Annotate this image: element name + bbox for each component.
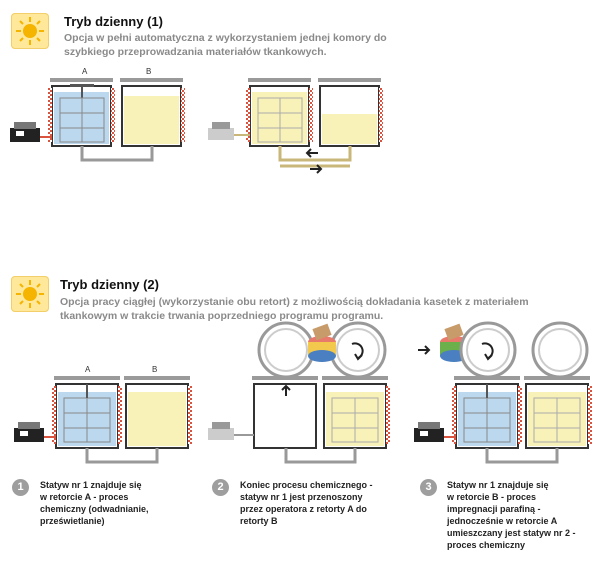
sun-icon-box-2 (11, 276, 49, 312)
s1-left-retort-b (120, 78, 185, 147)
sun-icon (16, 17, 44, 45)
section2-label-b: B (152, 365, 158, 374)
section2-label-a: A (85, 365, 91, 374)
control-unit-icon (414, 422, 444, 442)
step-1-text: Statyw nr 1 znajduje się w retorcie A - … (40, 480, 149, 526)
section2-title: Tryb dzienny (2) (60, 277, 159, 292)
s2-p2-retort-b (322, 376, 390, 449)
s2-p3-retort-b (524, 376, 592, 449)
step-3-number: 3 (420, 479, 437, 496)
control-unit-icon (208, 122, 234, 140)
control-unit-icon (10, 122, 40, 142)
control-unit-icon (14, 422, 44, 442)
control-unit-icon (208, 422, 234, 440)
section2-desc-line1: Opcja pracy ciągłej (wykorzystanie obu r… (60, 296, 529, 308)
arrow-up-icon (281, 384, 291, 396)
section1-label-b: B (146, 67, 152, 76)
s2-p1-retort-a (52, 376, 122, 449)
s1-right-retort-b (318, 78, 383, 147)
arrow-down-icon (351, 342, 364, 361)
section1-desc-line2: szybkiego przeprowadzania materiałów tka… (64, 46, 327, 58)
sun-icon-box-1 (11, 13, 49, 49)
arrow-down-icon (481, 342, 494, 361)
sun-icon (16, 280, 44, 308)
s1-left-retort-a (48, 78, 115, 147)
arrow-left-icon (305, 148, 318, 158)
section2-desc-line2: tkankowym w trakcie trwania poprzedniego… (60, 310, 384, 322)
s1-right-retort-a (246, 78, 313, 147)
step-3-text: Statyw nr 1 znajduje się w retorcie B - … (447, 480, 576, 550)
section1-label-a: A (82, 67, 88, 76)
step-2-text: Koniec procesu chemicznego - statyw nr 1… (240, 480, 373, 526)
step-1-number: 1 (12, 479, 29, 496)
arrow-right-icon (418, 345, 431, 355)
section1-title: Tryb dzienny (1) (64, 14, 163, 29)
step-2-number: 2 (212, 479, 229, 496)
s2-p1-retort-b (124, 376, 192, 449)
s2-p3-retort-a (452, 376, 522, 449)
section1-desc-line1: Opcja w pełni automatyczna z wykorzystan… (64, 32, 387, 44)
cassette-stack-icon (440, 323, 468, 362)
arrow-right-icon (310, 164, 323, 174)
cassette-stack-icon (308, 323, 336, 362)
s2-p2-retort-a (252, 376, 318, 449)
